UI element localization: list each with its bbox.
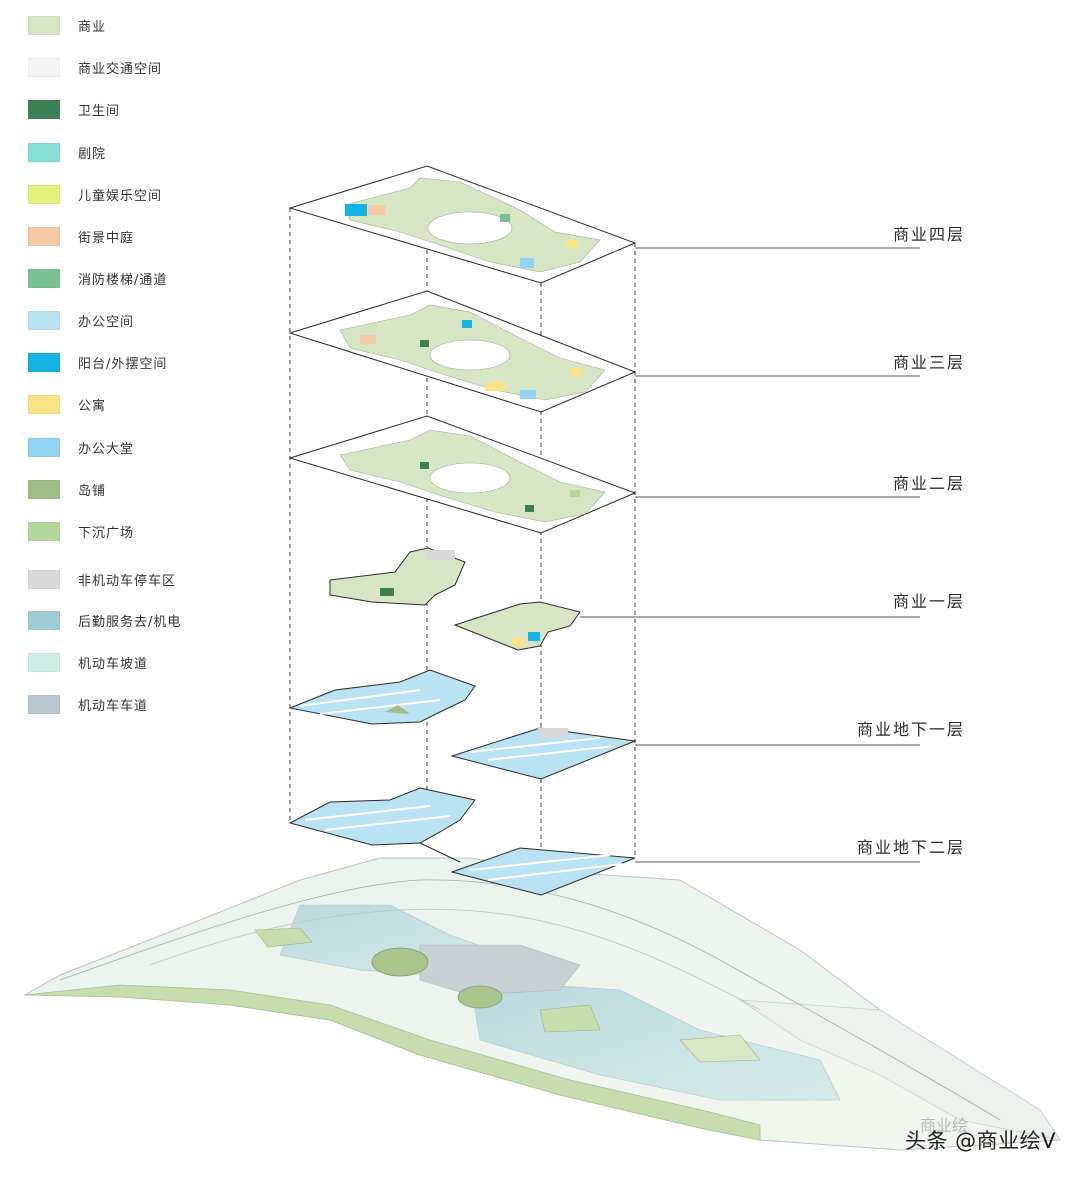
floor-label-3f: 商业三层 (892, 353, 965, 372)
legend-swatch (28, 610, 60, 630)
legend-item: 商业 (28, 14, 106, 36)
site-path-curve-2 (149, 908, 761, 1011)
round-pavilion-2 (457, 985, 503, 1009)
floor-label-b2: 商业地下二层 (856, 838, 965, 857)
legend-item: 儿童娱乐空间 (28, 183, 162, 205)
landscape-patch (539, 1004, 601, 1033)
legend-swatch (28, 694, 60, 714)
legend-item: 下沉广场 (28, 520, 134, 542)
floor-label-2f: 商业二层 (892, 474, 965, 493)
legend-swatch (28, 268, 60, 288)
legend-item: 商业交通空间 (28, 56, 162, 78)
legend-label: 卫生间 (78, 103, 121, 119)
legend-swatch (28, 352, 60, 372)
legend-item: 非机动车停车区 (28, 568, 176, 590)
legend-item: 办公空间 (28, 309, 134, 331)
legend-swatch (28, 310, 60, 330)
legend-item: 阳台/外摆空间 (28, 351, 167, 373)
legend-item: 街景中庭 (28, 225, 134, 247)
legend-swatch (28, 184, 60, 204)
legend-label: 儿童娱乐空间 (78, 188, 163, 204)
legend-item: 机动车车道 (28, 693, 148, 715)
site-path-curve (59, 879, 1001, 1121)
slab-floor-3 (288, 290, 637, 413)
legend-item: 公寓 (28, 393, 106, 415)
vertical-guide-lines (289, 186, 636, 895)
leader-lines (580, 247, 920, 863)
legend-swatch (28, 142, 60, 162)
legend-label: 非机动车停车区 (78, 573, 177, 589)
landscape-patch (254, 927, 313, 948)
legend-swatch (28, 99, 60, 119)
floor-label-4f: 商业四层 (892, 225, 965, 244)
legend-label: 阳台/外摆空间 (78, 356, 168, 372)
slab-basement-1 (288, 669, 637, 780)
legend-item: 剧院 (28, 141, 106, 163)
legend-item: 卫生间 (28, 98, 120, 120)
legend-item: 机动车坡道 (28, 651, 148, 673)
legend-item: 后勤服务去/机电 (28, 609, 181, 631)
legend-label: 下沉广场 (78, 525, 135, 541)
legend-label: 商业交通空间 (78, 61, 163, 77)
legend-swatch (28, 569, 60, 589)
legend-swatch (28, 15, 60, 35)
faint-watermark: 商业绘 (920, 1116, 969, 1135)
legend-swatch (28, 652, 60, 672)
floor-label-b1: 商业地下一层 (856, 720, 965, 739)
legend-item: 办公大堂 (28, 436, 134, 458)
legend-item: 岛铺 (28, 478, 106, 500)
legend-label: 办公大堂 (78, 441, 135, 457)
slab-basement-2 (288, 787, 636, 896)
road-strip (738, 999, 1061, 1141)
legend-swatch (28, 394, 60, 414)
legend-label: 办公空间 (78, 314, 135, 330)
legend-swatch (28, 521, 60, 541)
legend-label: 剧院 (78, 146, 107, 162)
slab-floor-4 (288, 165, 637, 284)
legend-swatch (28, 479, 60, 499)
central-gray-zone (419, 944, 581, 996)
legend-item: 消防楼梯/通道 (28, 267, 167, 289)
legend-swatch (28, 437, 60, 457)
site-ground-plan (23, 857, 1061, 1151)
legend-label: 公寓 (78, 398, 107, 414)
legend-swatch (28, 57, 60, 77)
green-curving-band (24, 984, 761, 1141)
legend-label: 机动车车道 (78, 698, 149, 714)
landscape-patch (679, 1034, 761, 1063)
legend-label: 后勤服务去/机电 (78, 614, 182, 630)
watermark-text: 头条 @商业绘V (904, 1129, 1056, 1153)
slab-floor-2 (288, 415, 637, 534)
legend-label: 消防楼梯/通道 (78, 272, 168, 288)
round-pavilion-1 (371, 947, 429, 977)
legend-swatch (28, 226, 60, 246)
legend-label: 街景中庭 (78, 230, 135, 246)
legend-label: 岛铺 (78, 483, 107, 499)
floor-label-1f: 商业一层 (892, 592, 965, 611)
legend-label: 商业 (78, 19, 107, 35)
legend-label: 机动车坡道 (78, 656, 149, 672)
slab-floor-1 (329, 547, 581, 651)
